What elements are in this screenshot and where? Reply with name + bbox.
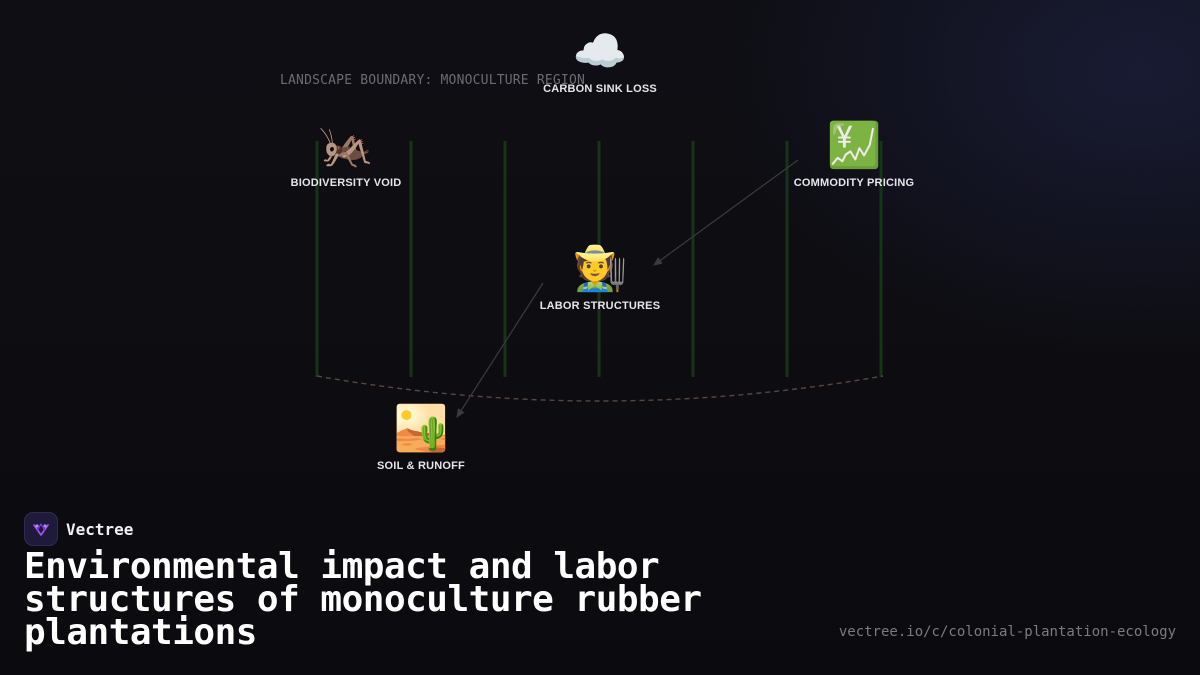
- node-labor-structures: 🧑‍🌾 LABOR STRUCTURES: [510, 244, 690, 312]
- node-label: LABOR STRUCTURES: [539, 300, 661, 312]
- boundary-curve: [316, 375, 884, 402]
- node-biodiversity-void: 🦗 BIODIVERSITY VOID: [256, 121, 436, 189]
- edge-commodity-to-labor: [653, 159, 799, 266]
- chart-yen-icon: 💹: [826, 121, 882, 170]
- node-label: BIODIVERSITY VOID: [290, 177, 402, 189]
- node-label: SOIL & RUNOFF: [377, 460, 465, 472]
- desert-icon: 🏜️: [393, 404, 449, 453]
- cricket-icon: 🦗: [318, 121, 374, 170]
- node-carbon-sink-loss: ☁️ CARBON SINK LOSS: [510, 27, 690, 95]
- node-label: CARBON SINK LOSS: [543, 83, 657, 95]
- footer-url[interactable]: vectree.io/c/colonial-plantation-ecology: [838, 624, 1176, 640]
- edge-labor-to-soil: [456, 282, 544, 418]
- brand[interactable]: Vectree: [24, 512, 133, 546]
- node-soil-runoff: 🏜️ SOIL & RUNOFF: [331, 404, 511, 472]
- node-commodity-pricing: 💹 COMMODITY PRICING: [764, 121, 944, 189]
- farmer-icon: 🧑‍🌾: [572, 244, 628, 293]
- cloud-icon: ☁️: [572, 27, 628, 76]
- brand-name: Vectree: [66, 519, 134, 539]
- tree-rows: [315, 141, 883, 377]
- vectree-logo-icon: [24, 512, 58, 546]
- page-title: Environmental impact and labor structure…: [24, 546, 702, 653]
- boundary-label: LANDSCAPE BOUNDARY: MONOCULTURE REGION: [280, 73, 586, 88]
- node-label: COMMODITY PRICING: [793, 177, 915, 189]
